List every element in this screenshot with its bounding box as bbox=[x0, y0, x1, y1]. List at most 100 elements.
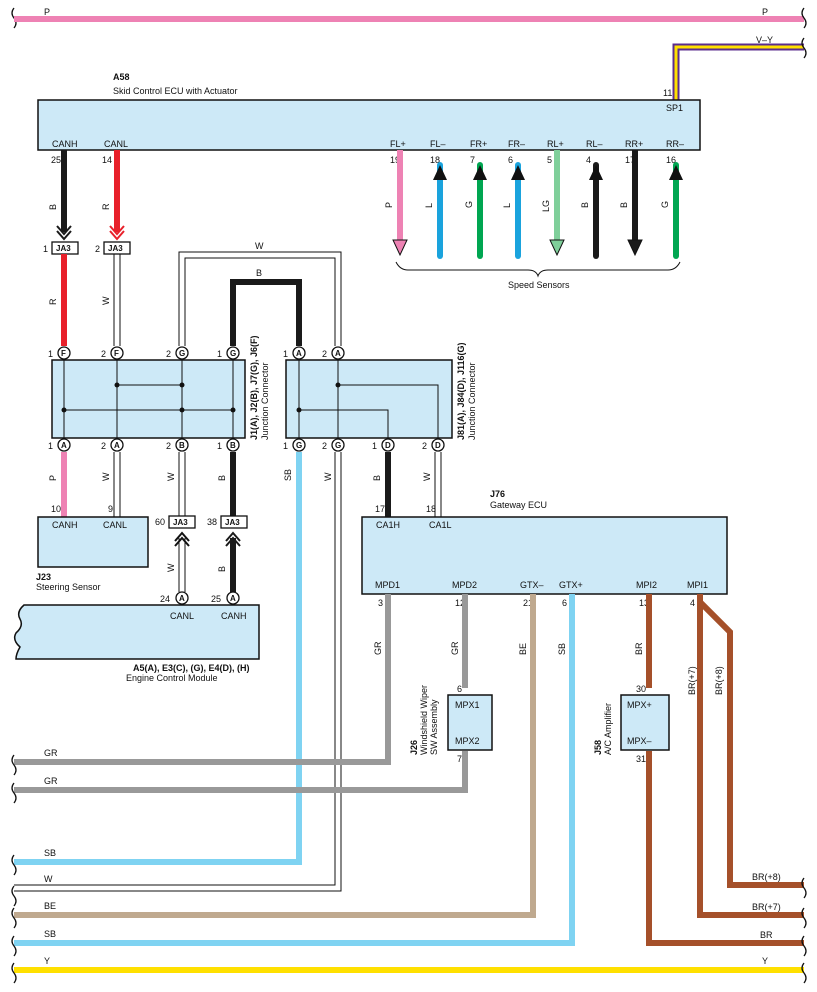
j2-bot-pin-1G: G1 bbox=[283, 438, 306, 452]
j1-top-pin-letter: G bbox=[179, 349, 185, 358]
row-w-label: W bbox=[44, 874, 53, 884]
j2-bot-pin-num: 2 bbox=[322, 441, 327, 451]
j1-w2-label: W bbox=[166, 472, 176, 481]
gtx-plus-sb-label: SB bbox=[557, 643, 567, 655]
vy-label: V–Y bbox=[756, 35, 773, 45]
j1-b-label: B bbox=[217, 475, 227, 481]
j1-bot-pin-num: 2 bbox=[101, 441, 106, 451]
canl-color-r: R bbox=[101, 203, 111, 210]
sensor-color: G bbox=[464, 201, 474, 208]
sensor-color: L bbox=[502, 203, 512, 208]
j58-pin-2: 31 bbox=[636, 754, 646, 764]
ja3-label-60: JA3 bbox=[173, 518, 188, 527]
row-br-label: BR bbox=[760, 930, 773, 940]
j2-bot-pin-letter: D bbox=[385, 441, 391, 450]
sensor-term: RL– bbox=[586, 139, 603, 149]
ja3-to-junction1: R W bbox=[48, 254, 121, 346]
j58-pin-1: 30 bbox=[636, 684, 646, 694]
b-loop-top: B bbox=[230, 268, 302, 346]
j26-pin-2: 7 bbox=[457, 754, 462, 764]
j1-top-pin-2G: G2 bbox=[166, 346, 189, 360]
row-be-label: BE bbox=[44, 901, 56, 911]
j2-bot-pin-2D: D2 bbox=[422, 438, 445, 452]
ecm-canh: CANH bbox=[221, 611, 247, 621]
j2-top-pin-2A: A2 bbox=[322, 346, 345, 360]
j1-top-pin-letter: G bbox=[230, 349, 236, 358]
j58-mpx-minus: MPX– bbox=[627, 736, 652, 746]
sp1-terminal: SP1 bbox=[666, 103, 683, 113]
row-br8-label: BR(+8) bbox=[752, 872, 781, 882]
j26-windshield-wiper: MPX1 MPX2 6 7 J26 Windshield Wiper SW As… bbox=[409, 684, 493, 764]
sensor-wire-fr-minus: FR–6L bbox=[502, 139, 525, 259]
j76-name: Gateway ECU bbox=[490, 500, 547, 510]
svg-text:4: 4 bbox=[690, 598, 695, 608]
svg-text:MPI1: MPI1 bbox=[687, 580, 708, 590]
ja3-label-1: JA3 bbox=[56, 244, 71, 253]
svg-text:21: 21 bbox=[523, 598, 533, 608]
j76-terminal-mpi2: MPI2 13 bbox=[636, 580, 657, 608]
j2-bot-pin-letter: G bbox=[335, 441, 341, 450]
j1-w-label: W bbox=[101, 472, 111, 481]
j2-bot-pin-num: 1 bbox=[283, 441, 288, 451]
j2-bot-pin-num: 2 bbox=[422, 441, 427, 451]
j1-bot-pin-letter: B bbox=[179, 441, 185, 450]
sensor-pin: 17 bbox=[625, 155, 635, 165]
j2-bot-pin-letter: D bbox=[435, 441, 441, 450]
top-p-label-right: P bbox=[762, 7, 768, 17]
svg-text:MPI2: MPI2 bbox=[636, 580, 657, 590]
svg-text:12: 12 bbox=[455, 598, 465, 608]
ja3-60-w-label: W bbox=[166, 563, 176, 572]
speed-sensor-wires: FL+19PFL–18LFR+7GFR–6LRL+5LGRL–4BRR+17BR… bbox=[384, 139, 684, 259]
gr-wires: GR GR bbox=[14, 594, 468, 793]
canh-color-b: B bbox=[48, 204, 58, 210]
sensor-pin: 7 bbox=[470, 155, 475, 165]
sensor-term: FR– bbox=[508, 139, 525, 149]
j1-bot-pin-2A: A2 bbox=[101, 438, 124, 452]
j1-bot-pin-num: 2 bbox=[166, 441, 171, 451]
j26-mpx2: MPX2 bbox=[455, 736, 480, 746]
svg-text:13: 13 bbox=[639, 598, 649, 608]
w-loop-label: W bbox=[255, 241, 264, 251]
ja3-pin-60: 60 bbox=[155, 517, 165, 527]
ja3-r-label: R bbox=[48, 298, 58, 305]
j2-bot-pin-num: 1 bbox=[372, 441, 377, 451]
sensor-wire-rr-minus: RR–16G bbox=[660, 139, 684, 259]
ja3-38-b-label: B bbox=[217, 566, 227, 572]
j1-bot-pin-letter: A bbox=[61, 441, 67, 450]
sensor-color: B bbox=[580, 202, 590, 208]
junction1-sublabel: Junction Connector bbox=[260, 362, 270, 440]
j1-bot-pin-num: 1 bbox=[217, 441, 222, 451]
be-sb-wires: BE SB bbox=[14, 594, 575, 946]
j1-bot-pin-num: 1 bbox=[48, 441, 53, 451]
gtx-minus-be-label: BE bbox=[518, 643, 528, 655]
top-p-label-left: P bbox=[44, 7, 50, 17]
ja3-top: JA3 1 JA3 2 bbox=[43, 241, 131, 255]
j1-bot-pin-1B: B1 bbox=[217, 438, 240, 452]
j1-top-pin-num: 1 bbox=[48, 349, 53, 359]
ecm-name: Engine Control Module bbox=[126, 673, 218, 683]
j2-b-label: B bbox=[372, 475, 382, 481]
junction2-sublabel: Junction Connector bbox=[467, 362, 477, 440]
sensor-wire-rl-plus: RL+5LG bbox=[541, 139, 565, 257]
svg-text:3: 3 bbox=[378, 598, 383, 608]
a58-canl: CANL bbox=[104, 139, 128, 149]
j1-top-pin-letter: F bbox=[114, 349, 119, 358]
br-wires: BR BR(+7) BR(+8) bbox=[634, 594, 804, 946]
j58-ac-amplifier: MPX+ MPX– 30 31 J58 A/C Amplifier bbox=[593, 684, 670, 764]
row-br7-label: BR(+7) bbox=[752, 902, 781, 912]
j23-canl: CANL bbox=[103, 520, 127, 530]
j58-name: A/C Amplifier bbox=[603, 703, 613, 755]
a58-canl-pin: 14 bbox=[102, 155, 112, 165]
sensor-wire-fl-plus: FL+19P bbox=[384, 139, 408, 257]
sensor-wire-fr-plus: FR+7G bbox=[464, 139, 487, 259]
j1-bot-pin-2B: B2 bbox=[166, 438, 189, 452]
ja3-w-label: W bbox=[101, 296, 111, 305]
ecm-canl: CANL bbox=[170, 611, 194, 621]
j76-code: J76 bbox=[490, 489, 505, 499]
row-sb2-label: SB bbox=[44, 929, 56, 939]
w-loop-top: W bbox=[178, 241, 342, 346]
j1-top-pin-letter: F bbox=[61, 349, 66, 358]
